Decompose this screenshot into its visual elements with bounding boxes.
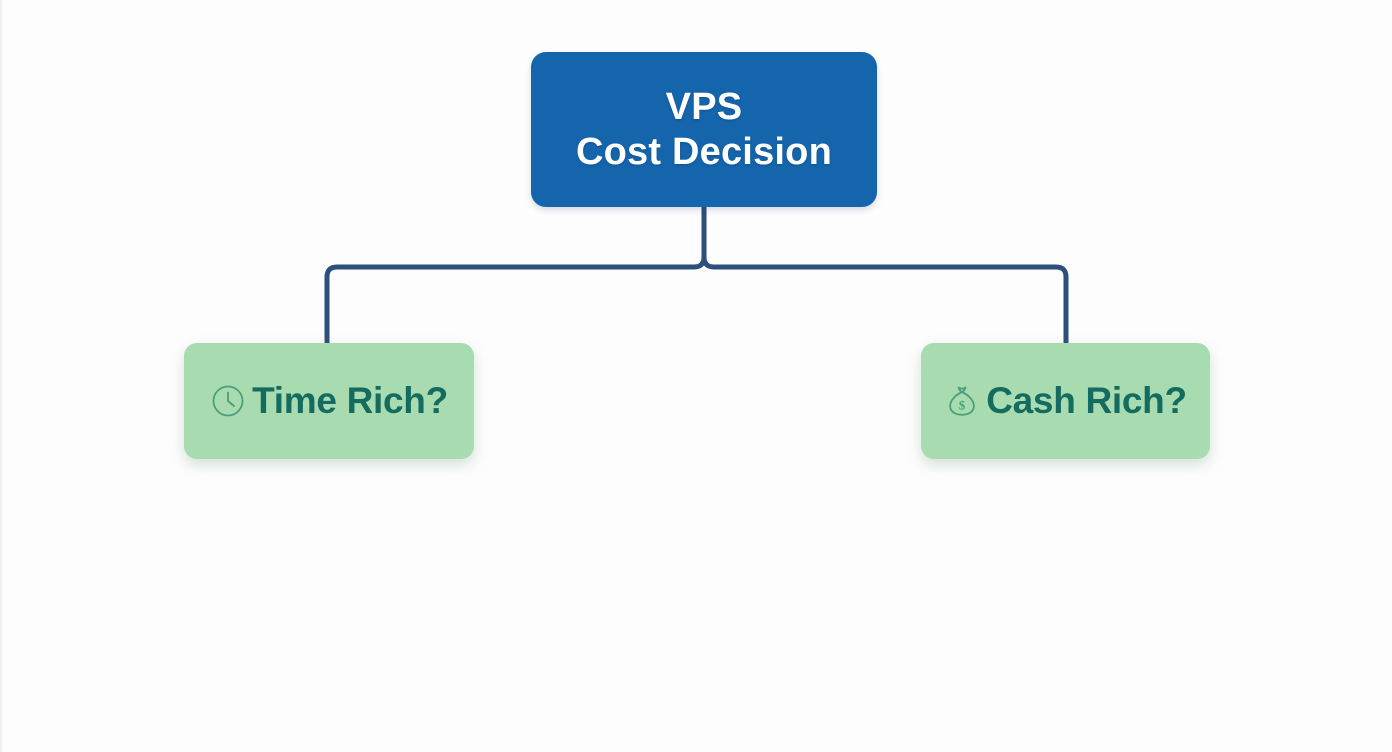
root-node-title-line-1: VPS (665, 86, 743, 129)
clock-icon (210, 383, 246, 419)
connector-root-to-time-rich (324, 204, 707, 347)
root-node-vps-cost-decision[interactable]: VPS Cost Decision (531, 52, 877, 207)
leaf-node-time-rich-label: Time Rich? (252, 380, 448, 421)
canvas-edge-strip (0, 0, 3, 752)
money-bag-icon: $ (944, 383, 980, 419)
connector-root-to-cash-rich (701, 204, 1069, 347)
leaf-node-time-rich[interactable]: Time Rich? (184, 343, 474, 459)
svg-text:$: $ (959, 398, 966, 413)
root-node-title-line-2: Cost Decision (576, 130, 832, 173)
leaf-node-cash-rich[interactable]: $ Cash Rich? (921, 343, 1210, 459)
leaf-node-cash-rich-label: Cash Rich? (986, 380, 1187, 421)
